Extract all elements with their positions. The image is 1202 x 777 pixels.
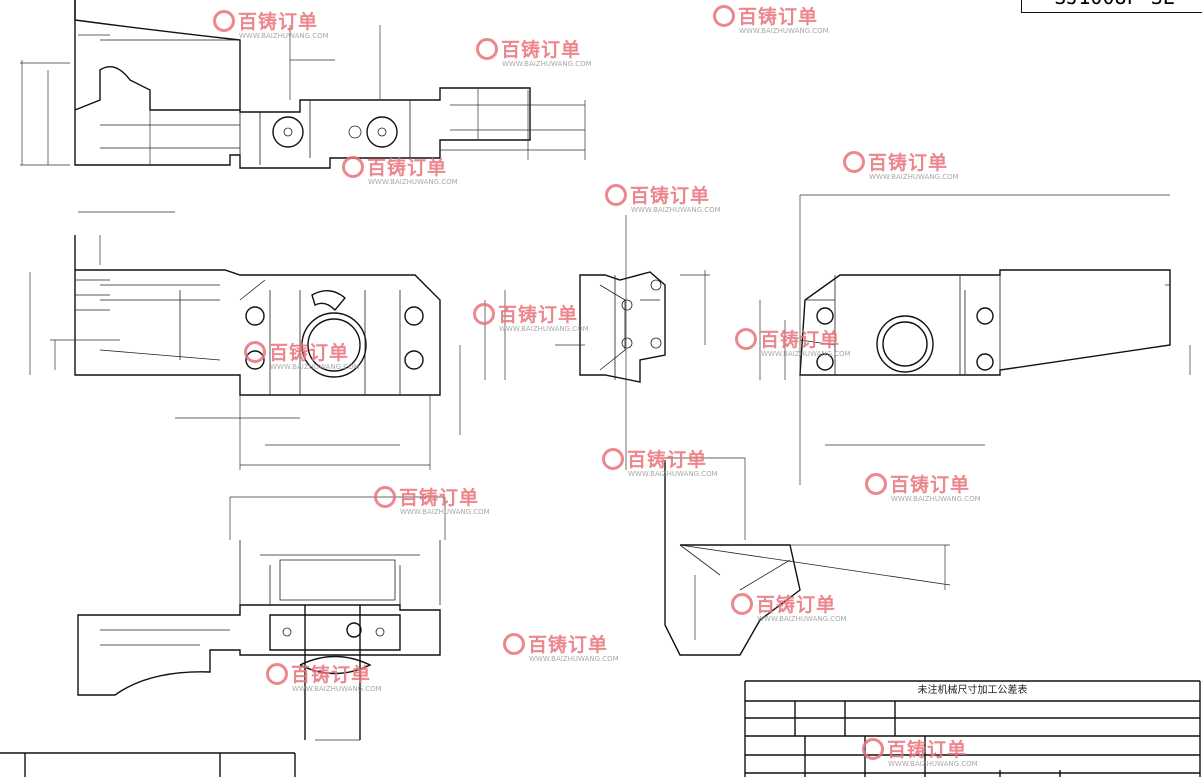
tolerance-table-title: 未注机械尺寸加工公差表 xyxy=(917,685,1028,696)
side-view xyxy=(555,215,710,470)
section-detail xyxy=(664,457,951,656)
rear-view xyxy=(759,194,1191,485)
title-block xyxy=(0,680,1201,777)
bottom-view xyxy=(77,496,446,741)
front-view xyxy=(29,211,506,470)
part-number-box: SJ1008F-SL xyxy=(1021,0,1202,13)
top-view xyxy=(20,0,586,169)
